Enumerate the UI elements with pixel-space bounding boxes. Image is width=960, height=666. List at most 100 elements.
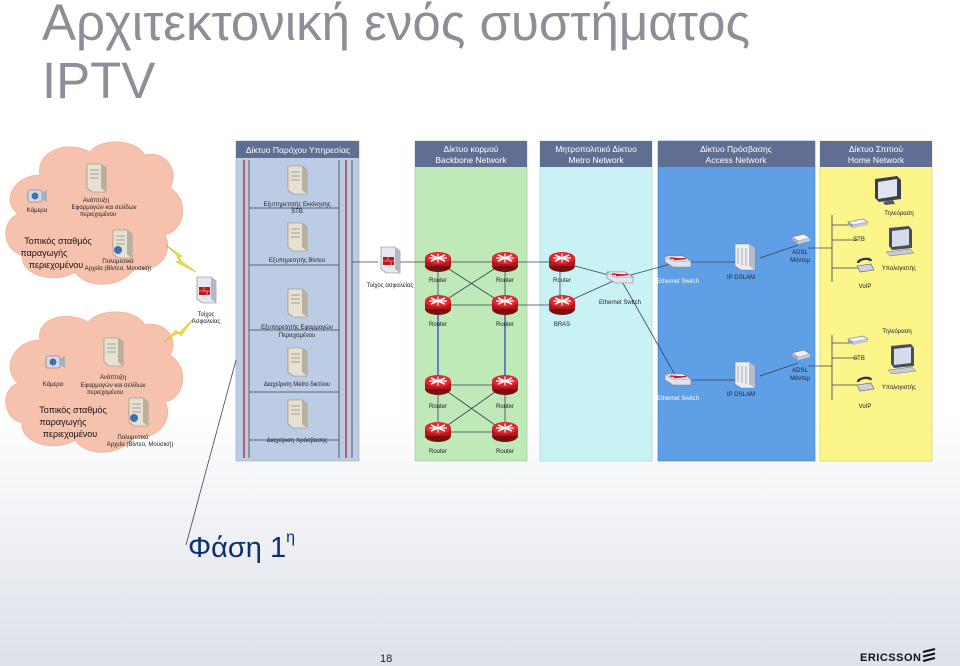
station-label-top-3: περιεχομένου: [29, 260, 84, 270]
media-label-top-1: Πολυμεσικά: [102, 258, 134, 265]
dev-server-icon-top: [86, 163, 107, 193]
slide-title: Αρχιτεκτονική ενός συστήματος IPTV: [42, 0, 750, 110]
router-label: Router: [429, 278, 447, 284]
dev-server-icon-bottom: [103, 337, 124, 367]
app-server-label-1: Εξυπηρετητής Εφαρμογών: [261, 324, 333, 331]
backbone-router-icon: [424, 421, 452, 443]
app-server-label-2: Περιεχομένου: [279, 332, 316, 339]
stb-boot-server-label-1: Εξυπηρετητής Εκκίνησης: [263, 201, 330, 208]
camera-label-top: Κάμερα: [27, 207, 48, 214]
access-switch-label-top: Ethernet Switch: [657, 279, 699, 285]
stb-boot-server-icon: [287, 165, 308, 195]
router-label: Router: [496, 449, 514, 455]
router-label: Router: [429, 322, 447, 328]
dev-server-label-bottom-2: Εφαρμογών και σελίδων: [80, 383, 145, 389]
dslam-icon-top: [734, 243, 756, 271]
access-zone: Δίκτυο Πρόσβασης Access Network: [657, 140, 816, 462]
router-label: Router: [429, 449, 447, 455]
local-firewall-label-2: Ασφαλείας: [192, 319, 221, 325]
metro-zone-label-en: Metro Network: [568, 155, 624, 165]
backbone-router-icon: [491, 251, 519, 273]
backbone-router-icon: [491, 421, 519, 443]
provider-firewall-label: Τοίχος ασφαλείας: [367, 283, 414, 289]
phase-text: Φάση 1: [188, 532, 287, 564]
station-label-bottom-3: περιεχομένου: [43, 429, 98, 439]
station-label-top-2: παραγωγής: [21, 248, 69, 258]
tv-label-top: Τηλεόραση: [884, 210, 914, 217]
adsl-modem-label-top-2: Μόντεμ: [790, 257, 810, 264]
ericsson-logo-text: ERICSSON: [860, 652, 922, 664]
station-label-bottom-2: παραγωγής: [40, 417, 88, 427]
video-server-label: Εξυπηρετητής Βίντεο: [269, 257, 326, 264]
video-server-icon: [287, 222, 308, 252]
access-zone-label-en: Access Network: [706, 155, 768, 165]
metro-switch-label: Ethernet Switch: [599, 300, 641, 306]
adsl-modem-label-bottom-1: ADSL: [792, 368, 808, 374]
wireless-link-icon-bottom: [163, 317, 195, 343]
camera-icon-bottom: [45, 355, 66, 369]
phase-label: Φάση 1η: [188, 529, 296, 565]
router-label: Router: [496, 404, 514, 410]
metro-mgmt-server-icon: [287, 347, 308, 377]
slide-title-line1: Αρχιτεκτονική ενός συστήματος: [42, 0, 751, 51]
metro-mgmt-label: Διαχείριση Metro δικτύου: [264, 382, 330, 388]
slide-title-line2: IPTV: [42, 52, 156, 109]
dev-server-label-top-3: περιεχομένου: [80, 211, 116, 218]
dev-server-label-bottom-1: Ανάπτυξη: [100, 374, 126, 381]
provider-firewall-icon: [380, 246, 401, 274]
backbone-router-icon: [491, 294, 519, 316]
backbone-zone-label-gr: Δίκτυο κορμού: [444, 144, 499, 154]
page-number: 18: [380, 653, 393, 665]
access-mgmt-server-icon: [287, 399, 308, 429]
tv-label-bottom: Τηλεόραση: [882, 328, 912, 335]
stb-boot-server-label-2: STB: [291, 209, 303, 215]
voip-label-top: VoIP: [859, 284, 872, 290]
router-label: Router: [429, 404, 447, 410]
station-label-top-1: Τοπικός σταθμός: [24, 236, 92, 246]
backbone-router-icon: [424, 251, 452, 273]
globe-icon-top: [114, 246, 122, 254]
pc-label-top: Υπολογιστής: [882, 265, 916, 272]
dslam-label-top: IP DSLAM: [727, 275, 755, 281]
links: [185, 160, 858, 546]
stb-label-bottom: STB: [853, 356, 865, 362]
stb-label-top: STB: [853, 237, 865, 243]
station-label-bottom-1: Τοπικός σταθμός: [39, 405, 107, 415]
media-label-bottom-1: Πολυμεσικά: [117, 434, 149, 441]
phase-superscript: η: [286, 529, 296, 547]
local-station-cloud-top: [5, 141, 184, 285]
metro-router-label: Router: [553, 278, 571, 284]
backbone-blue-links: [437, 315, 506, 378]
provider-zone-label: Δίκτυο Παρόχου Υπηρεσίας: [246, 145, 350, 155]
pc-icon-bottom: [887, 343, 917, 375]
media-label-bottom-2: Αρχεία (Βίντεο, Μουσική): [107, 441, 174, 448]
local-firewall-label-1: Τοίχος: [198, 312, 215, 318]
app-server-icon: [287, 288, 308, 318]
globe-icon-bottom: [130, 414, 138, 422]
dev-server-label-top-1: Ανάπτυξη: [83, 197, 109, 204]
access-zone-label-gr: Δίκτυο Πρόσβασης: [700, 144, 772, 154]
voip-label-bottom: VoIP: [859, 404, 872, 410]
metro-router-icon: [548, 251, 576, 273]
media-label-top-2: Αρχεία (Βίντεο, Μουσική): [85, 265, 152, 272]
access-switch-label-bottom: Ethernet Switch: [657, 396, 699, 402]
camera-icon-top: [27, 189, 48, 203]
ericsson-logo-icon: [922, 648, 936, 662]
adsl-modem-label-bottom-2: Μόντεμ: [790, 375, 810, 382]
router-label: Router: [496, 278, 514, 284]
backbone-router-icon: [424, 294, 452, 316]
pc-icon-top: [885, 225, 915, 257]
dslam-icon-bottom: [734, 361, 756, 389]
dslam-label-bottom: IP DSLAM: [727, 392, 755, 398]
local-firewall-icon: [196, 276, 217, 304]
backbone-router-icon: [424, 374, 452, 396]
wireless-link-icon-top: [165, 244, 197, 273]
bras-router-icon: [548, 294, 576, 316]
backbone-zone-label-en: Backbone Network: [435, 155, 507, 165]
red-bars: [243, 160, 347, 458]
bras-label: BRAS: [554, 322, 570, 328]
media-server-icon-top: [112, 229, 133, 259]
dev-server-label-top-2: Εφαρμογών και σελίδων: [71, 205, 136, 211]
router-label: Router: [496, 322, 514, 328]
